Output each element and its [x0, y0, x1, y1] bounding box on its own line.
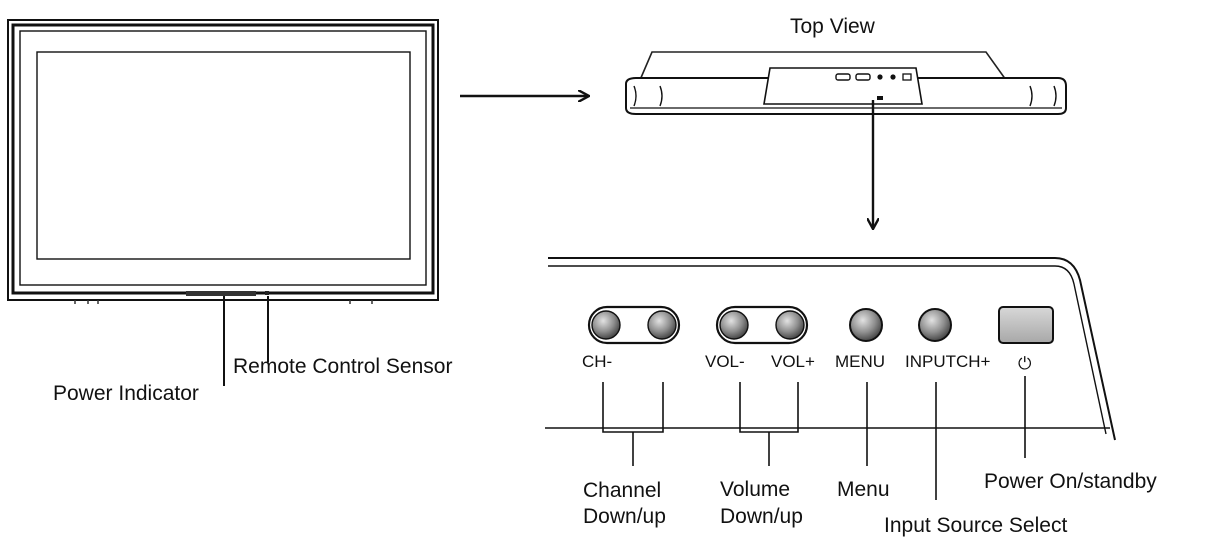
volume-callout-line2: Down/up — [720, 505, 803, 528]
top-menu-button — [877, 74, 883, 80]
power-indicator-strip — [186, 291, 256, 296]
remote-sensor-label: Remote Control Sensor — [233, 355, 452, 378]
control-panel-detail: CH- VOL- VOL+ MENU INPUT CH+ ⏻ Channel D… — [545, 257, 1157, 537]
volume-bracket — [739, 382, 799, 433]
channel-callout-line1: Channel — [583, 479, 661, 502]
vol-minus-button — [719, 310, 749, 340]
input-callout: Input Source Select — [884, 514, 1067, 537]
remote-sensor-window — [265, 291, 269, 295]
tv-inner-frame — [19, 30, 427, 286]
stand-outline — [639, 51, 1007, 81]
menu-label: MENU — [835, 352, 885, 371]
panel-outer-edge — [548, 257, 1116, 441]
power-button — [998, 306, 1054, 344]
tv-screen — [36, 51, 411, 260]
menu-button — [849, 308, 883, 342]
top-power-button — [902, 73, 912, 81]
panel-inner-edge — [548, 265, 1107, 435]
ch-minus-button — [591, 310, 621, 340]
tv-bottom-ticks — [74, 300, 373, 304]
top-vol-button — [855, 73, 871, 81]
volume-callout-line1: Volume — [720, 478, 790, 501]
ch-plus-label: CH+ — [956, 352, 991, 371]
vol-plus-label: VOL+ — [771, 352, 815, 371]
input-button — [918, 308, 952, 342]
top-view-feet — [633, 85, 1057, 107]
channel-bracket — [602, 382, 664, 433]
power-callout: Power On/standby — [984, 470, 1157, 493]
callout-leaders — [602, 376, 1026, 500]
menu-callout: Menu — [837, 478, 890, 501]
input-label: INPUT — [905, 352, 956, 371]
vol-plus-button — [775, 310, 805, 340]
power-indicator-label: Power Indicator — [53, 382, 199, 405]
top-input-button — [890, 74, 896, 80]
channel-callout-line2: Down/up — [583, 505, 666, 528]
tv-front-view: Remote Control Sensor Power Indicator — [7, 19, 452, 405]
power-symbol-label: ⏻ — [1018, 354, 1032, 373]
top-ch-button — [835, 73, 851, 81]
tv-top-view: Top View — [625, 15, 1067, 115]
vol-minus-label: VOL- — [705, 352, 745, 371]
ch-plus-button — [647, 310, 677, 340]
ch-minus-label: CH- — [582, 352, 612, 371]
zoom-origin-marker — [877, 96, 883, 100]
top-view-title: Top View — [790, 15, 876, 38]
